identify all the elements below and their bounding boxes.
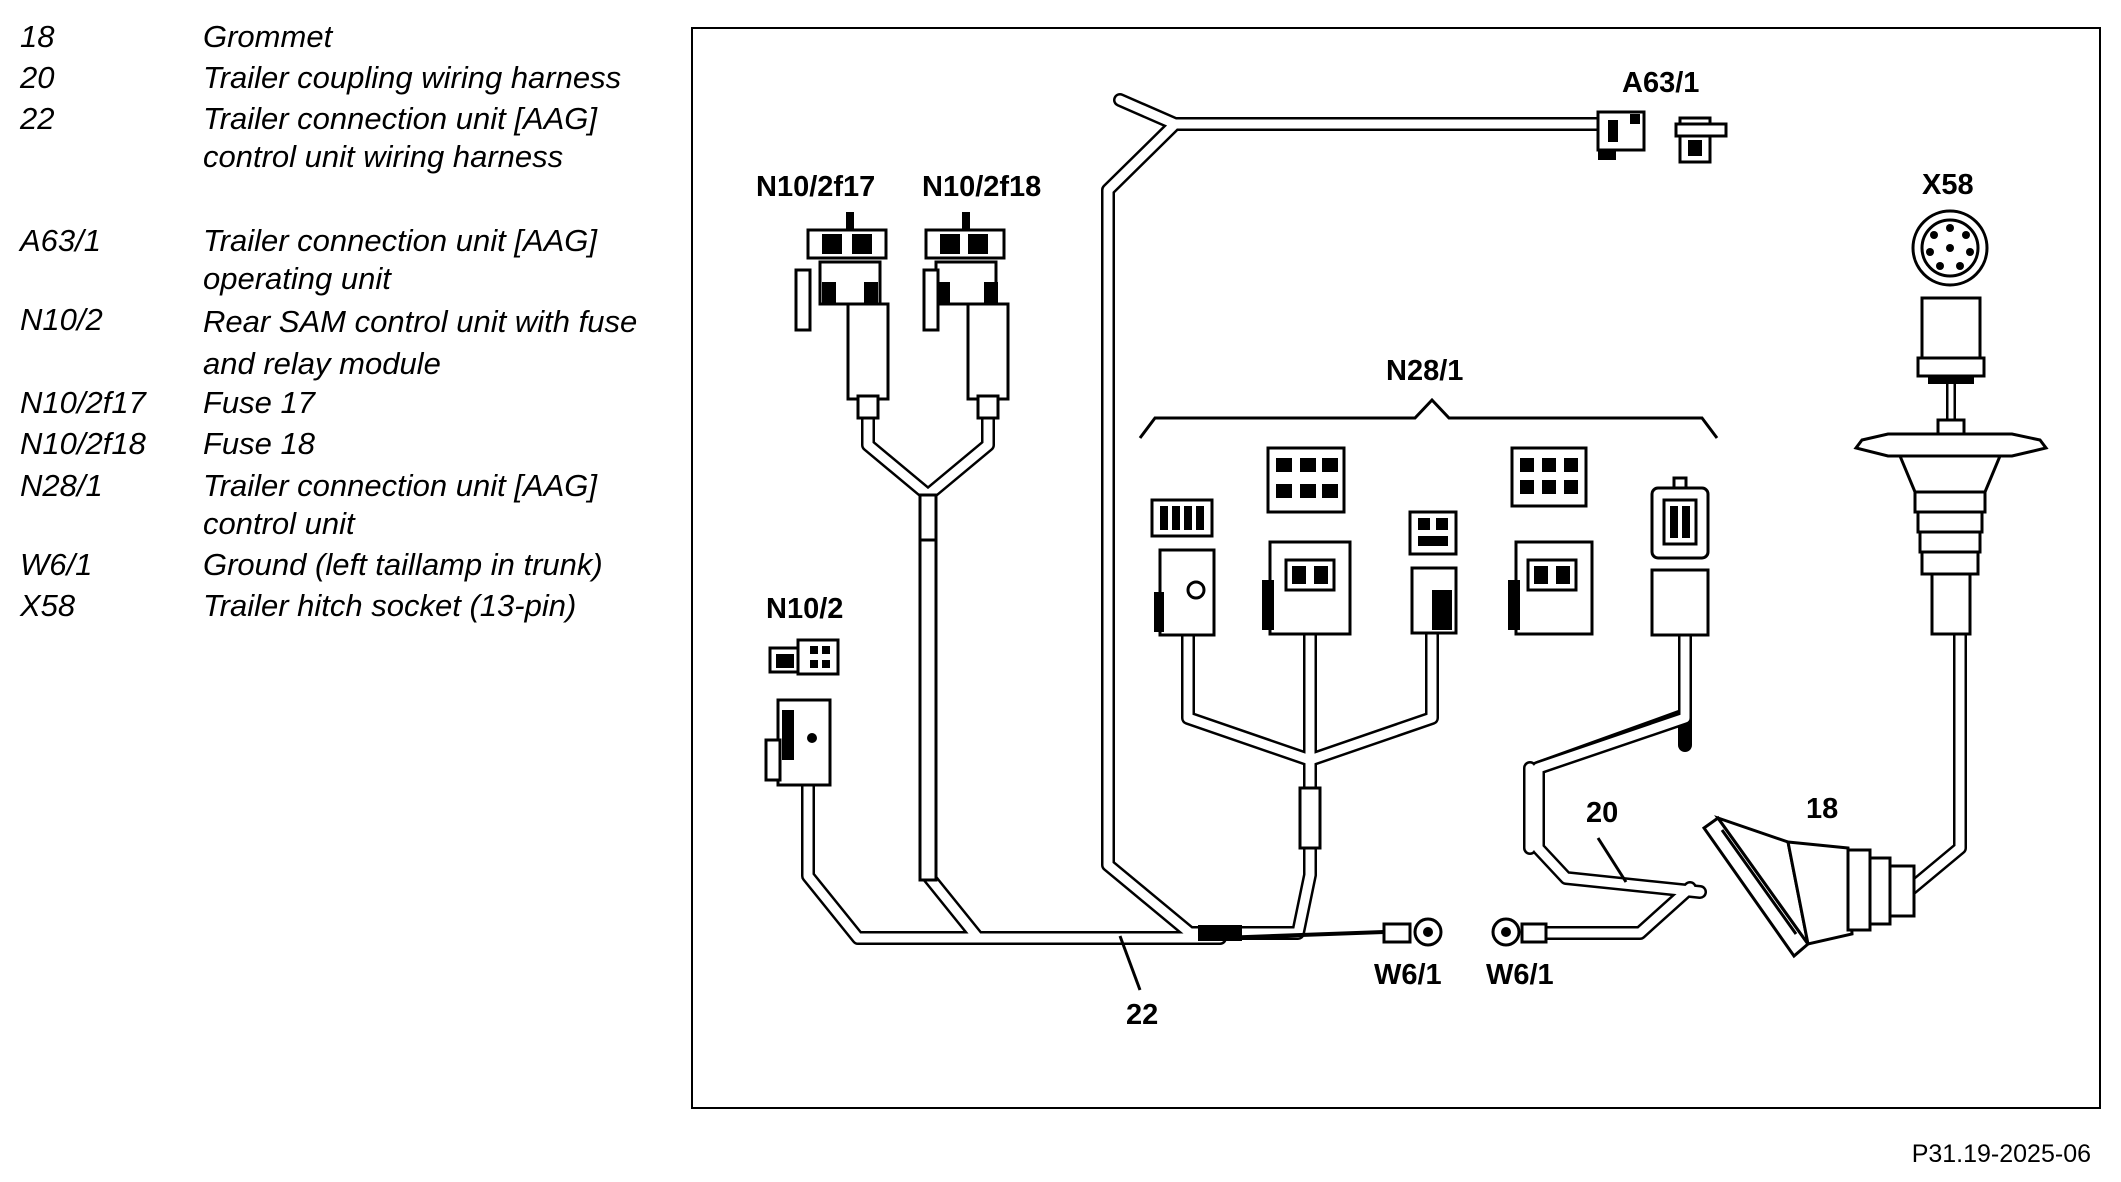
legend-line: Trailer hitch socket (13-pin): [203, 588, 577, 623]
legend-description: Trailer connection unit [AAG] control un…: [203, 467, 683, 543]
legend-description: Fuse 17: [203, 384, 683, 422]
legend-line: Grommet: [203, 19, 333, 54]
legend-description: Ground (left taillamp in trunk): [203, 546, 683, 584]
legend-line: and relay module: [203, 346, 441, 381]
n10-2f18-fuse-icon: [922, 212, 1010, 420]
label-w6-1-right: W6/1: [1486, 959, 1554, 991]
legend-id: X58: [20, 588, 76, 623]
diagram-frame: [691, 27, 2101, 1109]
figure-reference: P31.19-2025-06: [1911, 1140, 2091, 1168]
n28-1-connector-a-icon: [1150, 498, 1216, 637]
legend-line: control unit wiring harness: [203, 139, 564, 174]
legend-line: Trailer connection unit [AAG]: [203, 223, 597, 258]
legend-line: Fuse 18: [203, 426, 316, 461]
legend-line: operating unit: [203, 261, 391, 296]
label-n28-1: N28/1: [1386, 355, 1463, 387]
label-harness-22: 22: [1126, 999, 1158, 1031]
label-n10-2: N10/2: [766, 593, 843, 625]
w6-1-ground-left-icon: [1219, 917, 1443, 947]
label-grommet-18: 18: [1806, 793, 1838, 825]
legend-line: Ground (left taillamp in trunk): [203, 547, 603, 582]
n28-1-connector-c-icon: [1408, 510, 1458, 635]
legend-line: Trailer connection unit [AAG]: [203, 101, 597, 136]
legend-description: Trailer connection unit [AAG] control un…: [203, 100, 683, 176]
legend-id: A63/1: [20, 223, 102, 258]
n10-2-connector-icon: [764, 638, 840, 787]
legend-id: 18: [20, 19, 55, 54]
legend-description: Grommet: [203, 18, 683, 56]
legend-description: Trailer connection unit [AAG] operating …: [203, 222, 683, 298]
n10-2f17-fuse-icon: [794, 212, 890, 420]
legend-id: N10/2: [20, 302, 103, 337]
legend-line: Fuse 17: [203, 385, 316, 420]
a63-1-connector-icon: [1596, 110, 1728, 164]
legend-description: Rear SAM control unit with fuse and rela…: [203, 301, 683, 385]
legend-line: Rear SAM control unit with fuse: [203, 304, 638, 339]
n28-1-connector-b-icon: [1262, 446, 1352, 636]
legend-id: N10/2f18: [20, 426, 146, 461]
grommet-icon: [1701, 815, 1916, 959]
legend-line: control unit: [203, 506, 355, 541]
legend-id: N28/1: [20, 468, 103, 503]
label-n10-2f18: N10/2f18: [922, 171, 1041, 203]
legend-id: 22: [20, 101, 55, 136]
n28-1-bracket: [1138, 397, 1719, 439]
legend-id: 20: [20, 60, 55, 95]
w6-1-ground-right-icon: [1491, 917, 1548, 947]
n28-1-connector-d-icon: [1508, 446, 1594, 636]
legend-description: Fuse 18: [203, 425, 683, 463]
leader-lines: [1118, 837, 1628, 991]
legend-id: W6/1: [20, 547, 93, 582]
x58-socket-icon: [1853, 209, 2049, 636]
legend-id: N10/2f17: [20, 385, 146, 420]
legend-description: Trailer coupling wiring harness: [203, 59, 683, 97]
n28-1-connector-e-icon: [1650, 476, 1710, 637]
label-n10-2f17: N10/2f17: [756, 171, 875, 203]
legend-line: Trailer coupling wiring harness: [203, 60, 622, 95]
label-harness-20: 20: [1586, 797, 1618, 829]
harness-wires: [801, 93, 1967, 945]
legend-description: Trailer hitch socket (13-pin): [203, 587, 683, 625]
label-a63-1: A63/1: [1622, 67, 1699, 99]
legend: 18 Grommet 20 Trailer coupling wiring ha…: [0, 0, 680, 640]
legend-line: Trailer connection unit [AAG]: [203, 468, 597, 503]
label-x58: X58: [1922, 169, 1974, 201]
label-w6-1-left: W6/1: [1374, 959, 1442, 991]
